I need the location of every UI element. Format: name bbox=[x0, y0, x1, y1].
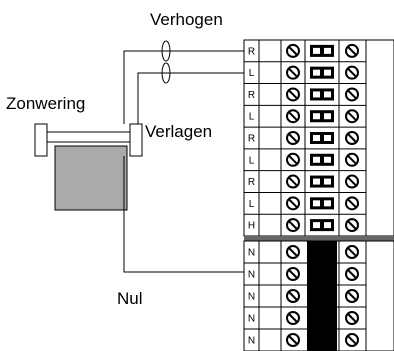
terminal-row: R bbox=[244, 170, 366, 189]
wire-neutral bbox=[123, 156, 244, 273]
screw-terminal-icon bbox=[286, 245, 300, 259]
screw-terminal-icon bbox=[345, 174, 359, 189]
screw-terminal-icon bbox=[286, 196, 300, 211]
terminal-label: L bbox=[249, 68, 255, 79]
terminal-label: N bbox=[248, 314, 255, 325]
terminal-label: N bbox=[248, 248, 255, 259]
label-zonwering: Zonwering bbox=[6, 94, 85, 113]
double-slot-connector-icon bbox=[310, 175, 334, 188]
double-slot-connector-icon bbox=[310, 197, 334, 210]
sunshade-motor bbox=[34, 123, 143, 211]
terminal-row: L bbox=[244, 191, 366, 211]
screw-terminal-icon bbox=[286, 109, 300, 124]
terminal-label: N bbox=[248, 270, 255, 281]
terminal-row: N bbox=[244, 328, 366, 347]
screw-terminal-icon bbox=[286, 43, 300, 58]
screw-terminal-icon bbox=[345, 311, 359, 325]
terminal-row: N bbox=[244, 262, 366, 281]
screw-terminal-icon bbox=[286, 87, 300, 102]
shade-tube bbox=[42, 131, 134, 143]
double-slot-connector-icon bbox=[310, 219, 334, 232]
shade-fabric bbox=[54, 145, 128, 211]
terminal-label: R bbox=[248, 177, 255, 188]
double-slot-connector-icon bbox=[310, 153, 334, 166]
terminal-label: N bbox=[248, 336, 255, 347]
cable-tie-2 bbox=[161, 62, 171, 84]
screw-terminal-icon bbox=[286, 333, 300, 347]
wires bbox=[123, 40, 244, 273]
terminal-label: L bbox=[249, 155, 255, 166]
terminal-label: R bbox=[248, 90, 255, 101]
screw-terminal-icon bbox=[286, 65, 300, 80]
screw-terminal-icon bbox=[345, 289, 359, 303]
terminal-row: R bbox=[248, 43, 359, 58]
screw-terminal-icon bbox=[345, 65, 359, 80]
terminal-label: L bbox=[249, 199, 255, 210]
screw-terminal-icon bbox=[345, 196, 359, 211]
wire-up bbox=[123, 50, 244, 124]
terminal-row: L bbox=[244, 148, 366, 167]
terminal-label: R bbox=[248, 46, 255, 57]
screw-terminal-icon bbox=[345, 87, 359, 102]
terminal-row: L bbox=[244, 104, 366, 124]
screw-terminal-icon bbox=[345, 218, 359, 233]
screw-terminal-icon bbox=[345, 333, 359, 347]
neutral-jumper-bar bbox=[307, 241, 337, 351]
label-verlagen: Verlagen bbox=[145, 122, 212, 141]
terminal-row: N bbox=[244, 284, 366, 303]
terminal-label: H bbox=[248, 221, 255, 232]
double-slot-connector-icon bbox=[310, 132, 334, 144]
screw-terminal-icon bbox=[286, 311, 300, 325]
terminal-label: N bbox=[248, 292, 255, 303]
screw-terminal-icon bbox=[345, 245, 359, 259]
screw-terminal-icon bbox=[286, 152, 300, 167]
screw-terminal-icon bbox=[345, 109, 359, 124]
module-divider bbox=[244, 236, 394, 241]
label-verhogen: Verhogen bbox=[150, 10, 223, 29]
screw-terminal-icon bbox=[345, 131, 359, 145]
terminal-label: R bbox=[248, 134, 255, 145]
screw-terminal-icon bbox=[286, 267, 300, 281]
double-slot-connector-icon bbox=[310, 110, 334, 123]
screw-terminal-icon bbox=[345, 152, 359, 167]
left-bracket bbox=[34, 123, 48, 157]
screw-terminal-icon bbox=[345, 43, 359, 58]
wire-down bbox=[137, 72, 244, 124]
terminal-row: H bbox=[244, 213, 366, 233]
screw-terminal-icon bbox=[286, 131, 300, 145]
screw-terminal-icon bbox=[286, 174, 300, 189]
right-bracket bbox=[129, 123, 143, 157]
terminal-row: R bbox=[244, 83, 366, 102]
terminal-row: L bbox=[244, 61, 366, 80]
screw-terminal-icon bbox=[345, 267, 359, 281]
double-slot-connector-icon bbox=[310, 44, 334, 57]
screw-terminal-icon bbox=[286, 218, 300, 233]
double-slot-connector-icon bbox=[310, 88, 334, 101]
terminal-row: R bbox=[244, 126, 366, 145]
label-nul: Nul bbox=[117, 289, 143, 308]
terminal-label: L bbox=[249, 112, 255, 123]
double-slot-connector-icon bbox=[310, 66, 334, 79]
terminal-row: N bbox=[244, 306, 366, 325]
terminal-row: N bbox=[248, 245, 359, 259]
cable-tie-1 bbox=[161, 40, 171, 62]
screw-terminal-icon bbox=[286, 289, 300, 303]
